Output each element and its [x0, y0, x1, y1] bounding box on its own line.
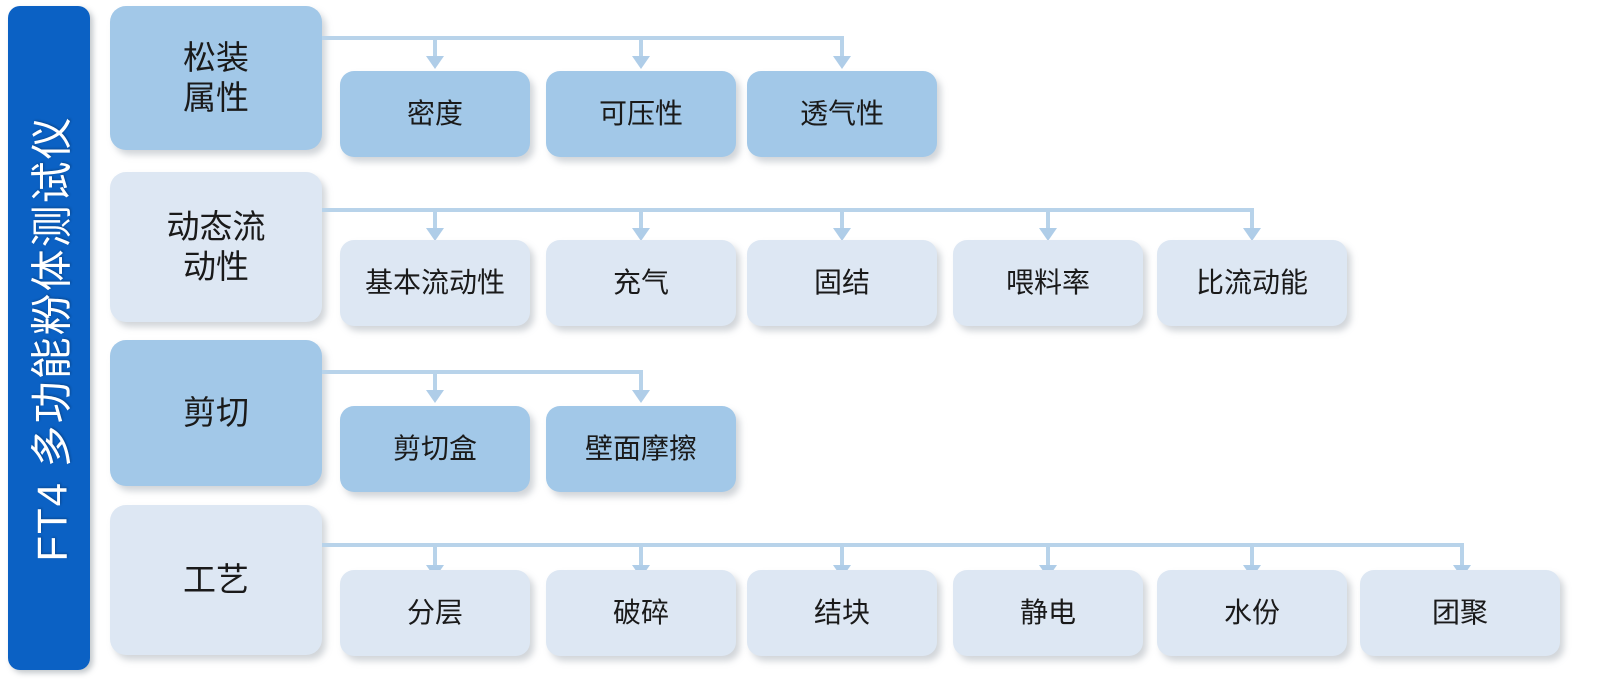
category-box-3[interactable]: 剪切: [110, 340, 322, 486]
category-box-2[interactable]: 动态流 动性: [110, 172, 322, 322]
leaf-box-row2-2[interactable]: 充气: [546, 240, 736, 326]
connector-drop-row4-4: [1046, 543, 1050, 567]
connector-drop-row1-2: [639, 36, 643, 58]
connector-drop-row4-3: [840, 543, 844, 567]
leaf-label: 壁面摩擦: [584, 432, 697, 464]
leaf-box-row2-1[interactable]: 基本流动性: [340, 240, 530, 326]
category-4-label: 工艺: [183, 560, 249, 598]
vertical-title-banner: FT4 多功能粉体测试仪: [8, 6, 90, 670]
arrowhead-row1-1: [426, 56, 444, 69]
connector-drop-row4-6: [1460, 543, 1464, 567]
leaf-box-row4-2[interactable]: 破碎: [546, 570, 736, 656]
category-2-line-1: 动态流: [166, 207, 266, 245]
leaf-label: 水份: [1223, 596, 1280, 628]
category-1-line-2: 属性: [183, 79, 249, 116]
arrowhead-row2-4: [1039, 228, 1057, 241]
leaf-label: 团聚: [1431, 596, 1488, 628]
connector-drop-row1-1: [433, 36, 437, 58]
connector-drop-row3-1: [433, 370, 437, 392]
connector-drop-row4-2: [639, 543, 643, 567]
arrowhead-row3-2: [632, 390, 650, 403]
leaf-label: 密度: [406, 97, 463, 129]
connector-drop-row2-4: [1046, 208, 1050, 230]
arrowhead-row1-2: [632, 56, 650, 69]
leaf-box-row4-3[interactable]: 结块: [747, 570, 937, 656]
leaf-label: 可压性: [598, 97, 683, 129]
connector-bus-row-2: [322, 208, 1252, 212]
arrowhead-row2-5: [1243, 228, 1261, 241]
connector-bus-row-1: [322, 36, 842, 40]
leaf-label: 静电: [1019, 596, 1076, 628]
leaf-box-row2-4[interactable]: 喂料率: [953, 240, 1143, 326]
leaf-label: 破碎: [612, 596, 669, 628]
arrowhead-row2-2: [632, 228, 650, 241]
connector-drop-row1-3: [840, 36, 844, 58]
connector-bus-row-3: [322, 370, 642, 374]
category-box-1[interactable]: 松装 属性: [110, 6, 322, 150]
connector-drop-row2-2: [639, 208, 643, 230]
arrowhead-row3-1: [426, 390, 444, 403]
leaf-label: 充气: [612, 266, 669, 298]
leaf-box-row2-5[interactable]: 比流动能: [1157, 240, 1347, 326]
leaf-label: 剪切盒: [392, 432, 477, 464]
connector-drop-row4-5: [1250, 543, 1254, 567]
category-2-line-2: 动性: [183, 248, 249, 285]
arrowhead-row2-3: [833, 228, 851, 241]
leaf-box-row4-6[interactable]: 团聚: [1360, 570, 1560, 656]
leaf-label: 比流动能: [1195, 266, 1308, 298]
connector-drop-row4-1: [433, 543, 437, 567]
category-3-label: 剪切: [183, 393, 249, 431]
connector-drop-row2-1: [433, 208, 437, 230]
leaf-box-row3-2[interactable]: 壁面摩擦: [546, 406, 736, 492]
category-box-4[interactable]: 工艺: [110, 505, 322, 655]
leaf-box-row3-1[interactable]: 剪切盒: [340, 406, 530, 492]
connector-drop-row2-3: [840, 208, 844, 230]
connector-bus-row-4: [322, 543, 1463, 547]
leaf-label: 喂料率: [1005, 266, 1090, 298]
leaf-box-row4-4[interactable]: 静电: [953, 570, 1143, 656]
leaf-box-row4-5[interactable]: 水份: [1157, 570, 1347, 656]
connector-drop-row3-2: [639, 370, 643, 392]
leaf-box-row1-1[interactable]: 密度: [340, 71, 530, 157]
diagram-title: FT4 多功能粉体测试仪: [28, 114, 76, 562]
leaf-box-row1-3[interactable]: 透气性: [747, 71, 937, 157]
leaf-box-row2-3[interactable]: 固结: [747, 240, 937, 326]
leaf-box-row1-2[interactable]: 可压性: [546, 71, 736, 157]
leaf-label: 固结: [813, 266, 870, 298]
leaf-label: 透气性: [799, 97, 884, 129]
leaf-box-row4-1[interactable]: 分层: [340, 570, 530, 656]
leaf-label: 分层: [406, 596, 463, 628]
arrowhead-row1-3: [833, 56, 851, 69]
leaf-label: 结块: [813, 596, 870, 628]
connector-drop-row2-5: [1250, 208, 1254, 230]
category-1-line-1: 松装: [183, 38, 249, 76]
leaf-label: 基本流动性: [364, 266, 505, 298]
arrowhead-row2-1: [426, 228, 444, 241]
